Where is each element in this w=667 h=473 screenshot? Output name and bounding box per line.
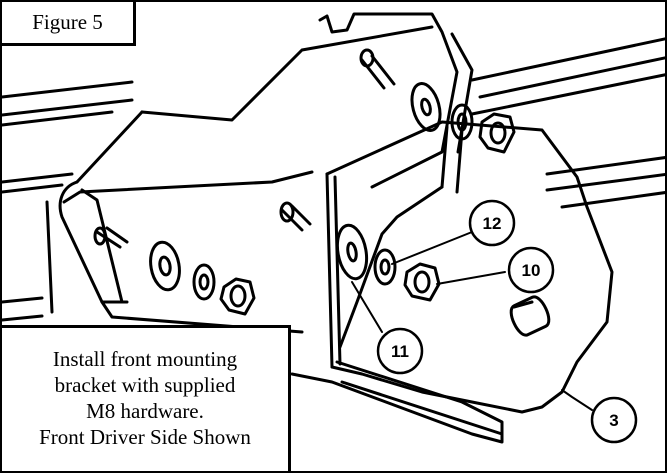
callout-numbers: 12 10 11 3: [391, 214, 619, 430]
callout-12: 12: [483, 214, 502, 233]
rear-bracket-plate: [58, 12, 474, 334]
caption-line-4: Front Driver Side Shown: [39, 425, 251, 449]
callout-3: 3: [609, 411, 618, 430]
callout-bubbles: [376, 199, 638, 444]
middle-hardware: [335, 223, 441, 302]
mounting-slot: [509, 295, 551, 337]
caption-line-3: M8 hardware.: [86, 399, 204, 423]
frame-rail: [2, 37, 665, 322]
caption-box: Install front mounting bracket with supp…: [2, 325, 291, 471]
callout-10: 10: [522, 261, 541, 280]
callout-leaders: [351, 231, 593, 411]
callout-11: 11: [391, 342, 409, 361]
upper-hardware: [410, 82, 516, 154]
caption-line-2: bracket with supplied: [54, 373, 236, 397]
caption-line-1: Install front mounting: [52, 347, 238, 371]
stud-bolts: [93, 48, 396, 249]
left-hardware: [149, 240, 256, 316]
figure-label: Figure 5: [2, 2, 136, 46]
